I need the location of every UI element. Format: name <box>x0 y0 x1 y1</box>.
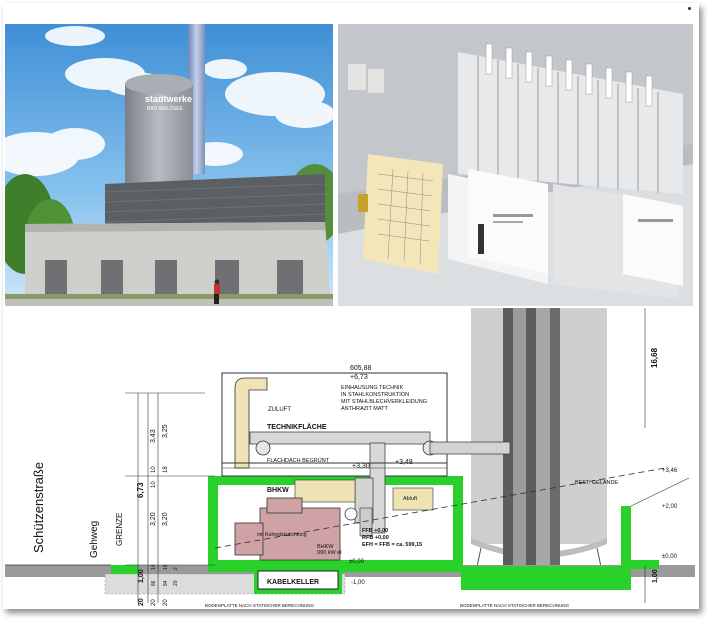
open-binder-document <box>448 169 548 284</box>
corner-mark <box>688 7 691 10</box>
ffb-label: FFB +0,00 <box>362 528 388 534</box>
technik-label: TECHNIKFLÄCHE <box>267 423 327 431</box>
open-binder-form <box>358 154 443 274</box>
bhkw-power: 990 kW el <box>317 550 341 556</box>
bhkw-label: BHKW <box>267 487 289 494</box>
bhkw-unit <box>234 479 434 561</box>
sidewalk-label: Gehweg <box>89 521 100 558</box>
small-dim-1: 14 <box>151 564 157 570</box>
ruheplatz-label: mit Ruheplatzdichtung <box>257 532 307 538</box>
kabelkeller-label: KABELKELLER <box>267 579 319 586</box>
brand-subtext: BAD WALDSEE <box>147 106 184 112</box>
elev-000-a: ±0,00 <box>349 559 365 565</box>
dim-left-4: 10 <box>151 481 157 488</box>
binders-photo <box>338 24 693 306</box>
dim-left-1: 3,25 <box>162 424 169 438</box>
elev-346: +3,46 <box>662 468 678 474</box>
zuluft-duct <box>234 377 268 469</box>
dim-673: 6,73 <box>136 482 145 498</box>
binder-row <box>458 43 683 194</box>
silo-tower <box>125 84 193 194</box>
dim-left-3: 18 <box>163 466 169 473</box>
silo-section <box>471 308 607 577</box>
footer-left: BODENPLATTE NACH STATISCHER BERECHNUNG <box>205 603 315 608</box>
footer-right: BODENPLATTE NACH STATISCHER BERECHNUNG <box>460 603 570 608</box>
dim-left-2: 10 <box>151 466 157 473</box>
dim-left-5: 3,20 <box>150 512 157 526</box>
dim-left-0: 3,43 <box>150 429 157 443</box>
exhaust-pipe <box>249 431 511 534</box>
small-dim-2: 84 <box>163 580 169 586</box>
small-dim-0: 86 <box>151 580 157 586</box>
abluft-label: Abluft <box>403 496 418 502</box>
doors <box>45 260 303 294</box>
building-rendering: stadtwerke BAD WALDSEE <box>5 24 333 306</box>
elev-top-rel: +6,73 <box>350 374 368 381</box>
dim-1668: 16,68 <box>650 347 659 368</box>
dim-left-6: 3,20 <box>162 512 169 526</box>
dimension-lines <box>125 308 646 603</box>
boundary-label: GRENZE <box>115 513 124 546</box>
bestgelaende-label: BEST. GELÄNDE <box>575 479 618 486</box>
efh-label: EFH = FFB = ca. 599,15 <box>362 542 422 548</box>
dim-bottom-1: 20 <box>151 599 157 606</box>
housing-note-3: ANTHRAZIT MATT <box>341 406 388 412</box>
binder-right <box>553 184 683 299</box>
dim-100-right: 1,00 <box>652 569 659 583</box>
elev-348: +3,48 <box>395 459 413 466</box>
housing-note-1: IN STAHLKONSTRUKTION <box>341 392 409 398</box>
dim-bottom-0: 20 <box>138 598 145 606</box>
housing-note-2: MIT STAHLBLECHVERKLEIDUNG <box>341 399 427 405</box>
dim-100-left: 1,00 <box>138 569 145 583</box>
elev-200: +2,00 <box>662 504 678 510</box>
flachdach-label: FLACHDACH BEGRÜNT <box>267 457 330 464</box>
small-dim-5: 2 <box>173 567 179 570</box>
person-figure <box>214 279 220 304</box>
small-dim-4: 20 <box>173 580 179 586</box>
elev-330: +3,30 <box>352 463 370 470</box>
dim-bottom-2: 20 <box>163 599 169 606</box>
bhkw-unit-label: BHKW <box>317 544 334 550</box>
elev-top-value: 605,88 <box>350 365 372 372</box>
elev-000-b: ±0,00 <box>662 554 678 560</box>
section-drawing: KABELKELLER <box>5 308 695 608</box>
street-label: Schützenstraße <box>31 462 46 553</box>
elev-minus-100: -1,00 <box>351 580 365 586</box>
brand-text: stadtwerke <box>145 94 192 104</box>
kabelkeller <box>257 570 339 590</box>
rfb-label: RFB +0,00 <box>362 535 389 541</box>
housing-note-0: EINHAUSUNG TECHNIK <box>341 385 404 391</box>
tech-housing <box>221 372 448 477</box>
zuluft-label: ZULUFT <box>268 407 291 413</box>
small-dim-3: 16 <box>163 564 169 570</box>
